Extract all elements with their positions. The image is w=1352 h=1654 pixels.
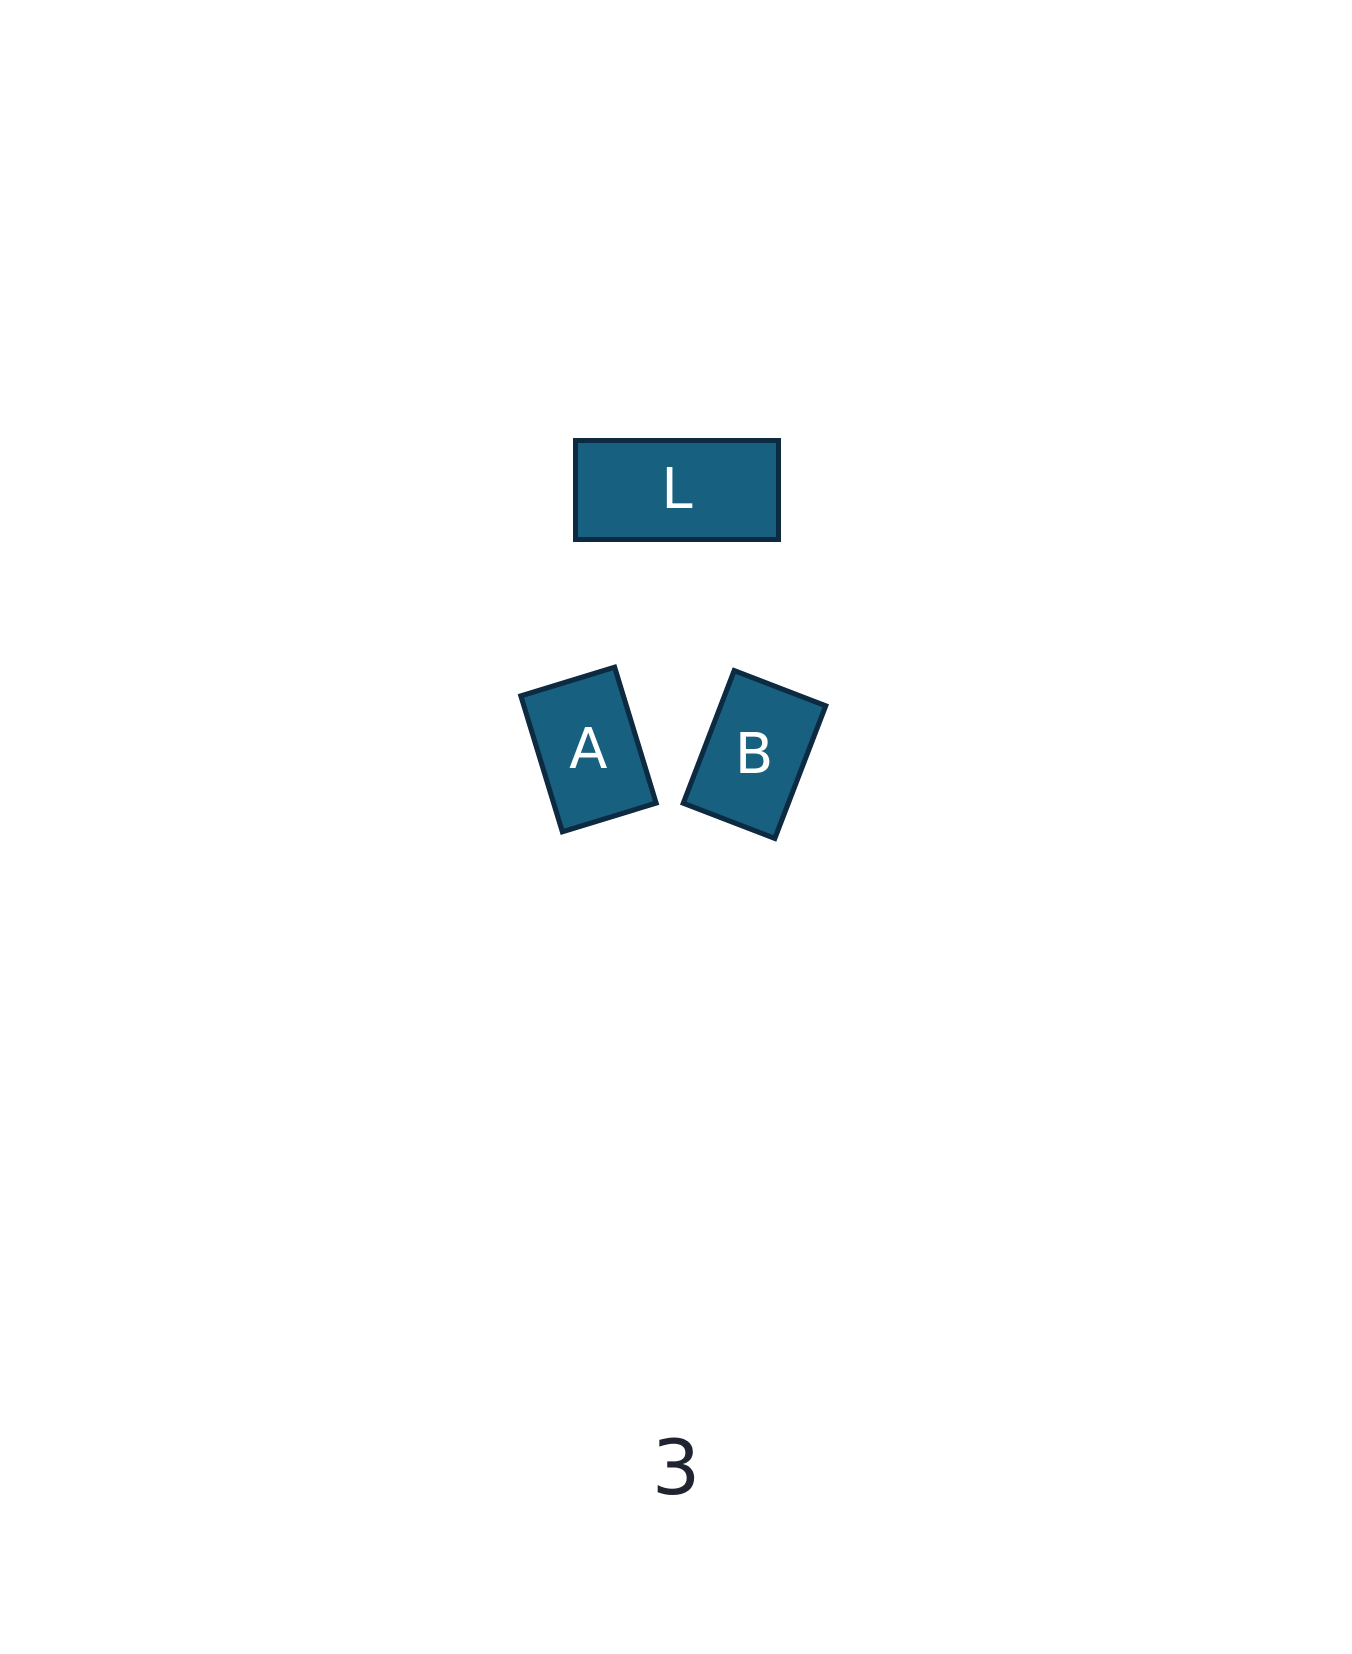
tile-b-label: B <box>735 721 774 787</box>
tile-l-label: L <box>661 457 693 522</box>
tile-l: L <box>573 438 781 542</box>
tile-a: A <box>517 664 660 835</box>
tile-b: B <box>680 667 829 842</box>
page-number: 3 <box>651 1423 701 1512</box>
tile-a-label: A <box>569 716 608 782</box>
